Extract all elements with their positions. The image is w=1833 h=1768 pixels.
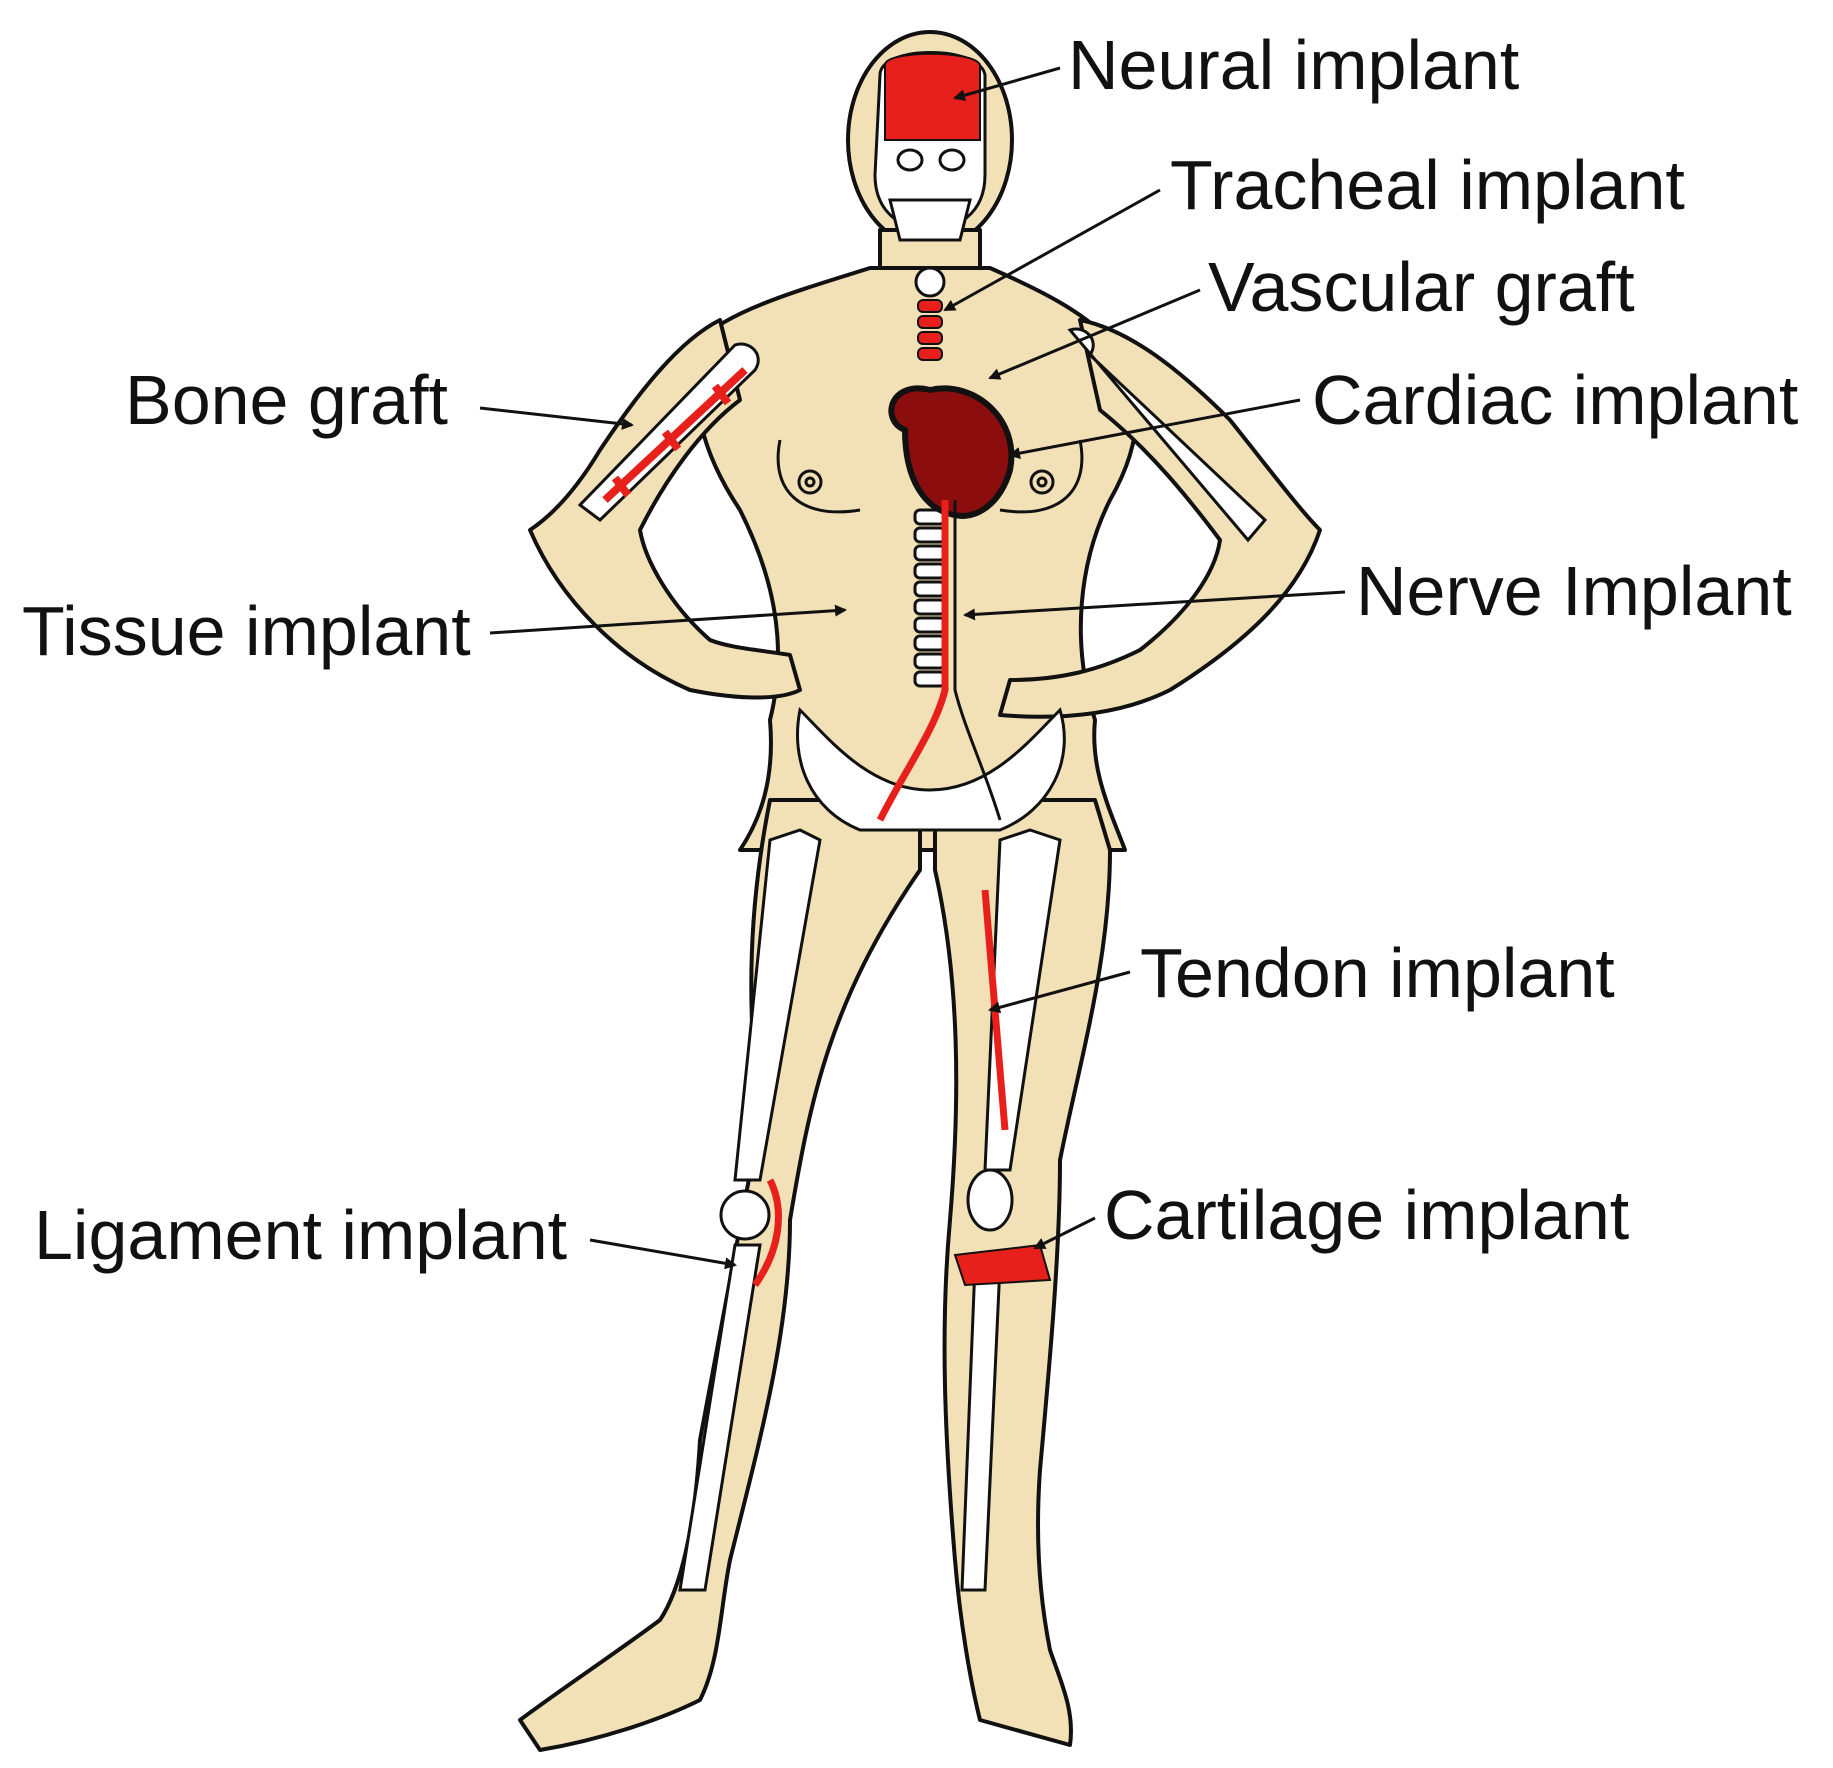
cardiac-implant-shape: [888, 385, 1015, 519]
nerve-implant-label: Nerve Implant: [1356, 552, 1792, 630]
cartilage-implant-shape: [953, 1243, 1052, 1287]
ligament-implant-shape: [752, 1178, 782, 1288]
arrow-cardiac: [1008, 398, 1301, 460]
tissue-implant-label: Tissue implant: [22, 592, 471, 670]
arrow-bone: [479, 406, 634, 430]
jaw: [888, 198, 972, 242]
arrow-vascular: [988, 288, 1201, 380]
tracheal-implant-label: Tracheal implant: [1170, 146, 1685, 224]
vascular-graft-label: Vascular graft: [1208, 248, 1635, 326]
arrow-tracheal: [943, 188, 1161, 312]
leg-viewer-left: [518, 798, 922, 1752]
cardiac-implant-label: Cardiac implant: [1312, 361, 1799, 439]
pelvis: [796, 706, 1066, 832]
knee-viewer-right: [966, 1168, 1014, 1232]
bone-graft-label: Bone graft: [125, 361, 448, 439]
nerve-implant-shape: [953, 500, 1002, 821]
arrow-cartilage: [1033, 1216, 1096, 1250]
bone-graft-shape: [602, 367, 748, 503]
skeleton: [577, 51, 1268, 1592]
spine: [913, 508, 947, 688]
femur-viewer-left: [733, 828, 822, 1182]
eye-socket-left: [896, 148, 924, 172]
leader-arrows: [479, 66, 1346, 1270]
cartilage-implant-label: Cartilage implant: [1104, 1176, 1630, 1254]
tracheal-implant-shape: [917, 299, 943, 361]
eye-socket-right: [938, 148, 966, 172]
arm-viewer-right: [998, 318, 1322, 719]
humerus-viewer-right: [1067, 327, 1268, 543]
ligament-implant-label: Ligament implant: [34, 1196, 568, 1274]
arm-viewer-left: [528, 318, 802, 700]
patella-viewer-left: [719, 1189, 771, 1241]
arrow-ligament: [589, 1238, 737, 1270]
tendon-implant-label: Tendon implant: [1140, 934, 1615, 1012]
tibia-viewer-left: [678, 1243, 762, 1592]
implants: [602, 52, 1052, 1288]
arrow-tissue: [489, 604, 847, 635]
arrow-neural: [953, 66, 1061, 102]
arrow-tendon: [988, 970, 1131, 1014]
trachea-ring: [914, 266, 946, 298]
arrow-nerve: [963, 590, 1346, 621]
neural-implant-label: Neural implant: [1068, 26, 1520, 104]
chest-details: [776, 439, 1084, 514]
neural-implant-shape: [884, 52, 981, 141]
vascular-graft-shape: [876, 500, 949, 822]
